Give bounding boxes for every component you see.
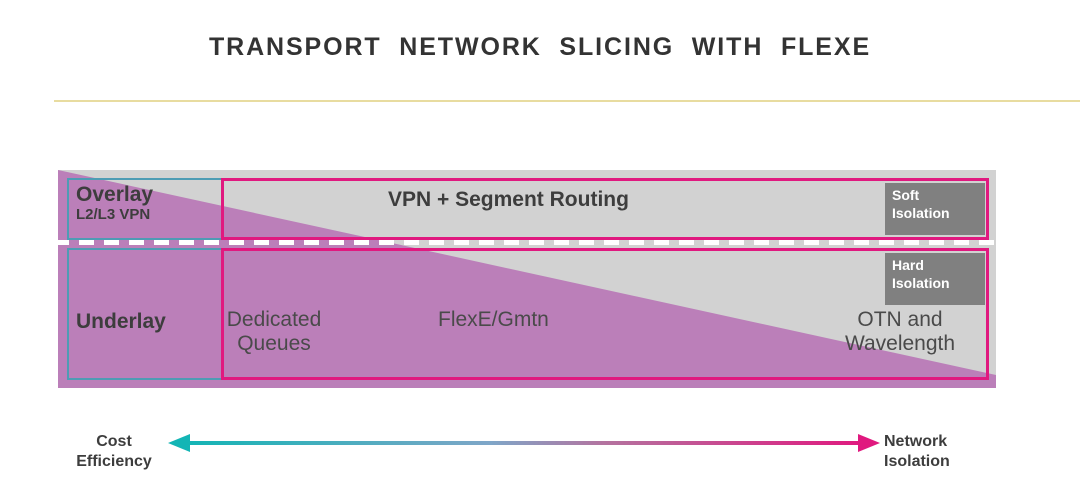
underlay-isolation-frame <box>221 248 989 380</box>
layer-separator-dashed-line <box>54 240 1000 245</box>
title-divider <box>54 100 1080 102</box>
network-isolation-label: Network Isolation <box>884 433 950 470</box>
page-title: TRANSPORT NETWORK SLICING WITH FLEXE <box>208 33 872 61</box>
overlay-layer-title: Overlay <box>76 183 154 206</box>
tradeoff-axis: Cost Efficiency Network Isolation <box>0 415 1080 488</box>
underlay-flexe-gmtn-label: FlexE/Gmtn <box>438 308 549 331</box>
right-arrowhead <box>858 434 880 452</box>
overlay-isolation-frame <box>221 178 989 240</box>
left-arrowhead <box>168 434 190 452</box>
underlay-otn-wavelength-label: OTN and Wavelength <box>844 308 956 355</box>
axis-line <box>186 441 862 445</box>
bidirectional-gradient-arrow <box>168 434 880 452</box>
underlay-dedicated-queues-label: Dedicated Queues <box>226 308 322 355</box>
overlay-technology-label: VPN + Segment Routing <box>388 188 629 211</box>
underlay-layer-title: Underlay <box>76 310 166 333</box>
purple-wedge <box>58 170 996 388</box>
soft-isolation-badge: Soft Isolation <box>885 183 985 235</box>
overlay-layer-subtitle: L2/L3 VPN <box>76 206 151 223</box>
cost-efficiency-label: Cost Efficiency <box>76 433 152 470</box>
hard-isolation-badge: Hard Isolation <box>885 253 985 305</box>
network-slicing-diagram: Overlay L2/L3 VPN VPN + Segment Routing … <box>54 170 1000 390</box>
diagram-background-wedges <box>58 170 996 388</box>
